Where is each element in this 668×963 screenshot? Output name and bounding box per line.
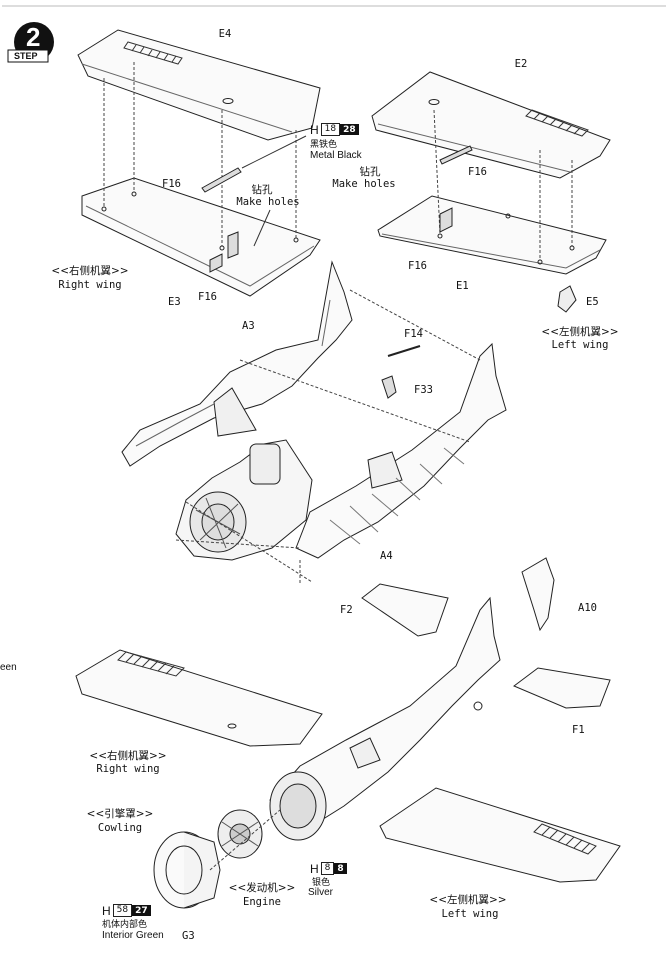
make-holes-note-en-left: Make holes bbox=[236, 196, 300, 208]
left-wing-caption-cn-top: <<左侧机翼>> bbox=[541, 326, 619, 338]
part-label-f1: F1 bbox=[572, 724, 585, 736]
edge-text-fragment: een bbox=[0, 662, 17, 673]
paint-number: 18 bbox=[320, 123, 341, 136]
part-label-e2: E2 bbox=[514, 58, 528, 70]
paint-number: 8 bbox=[320, 862, 335, 875]
paint-mr-number: 27 bbox=[132, 905, 151, 916]
paint-code-letter: H bbox=[102, 903, 111, 918]
paint-number: 58 bbox=[112, 904, 133, 917]
pin-part-left bbox=[201, 167, 242, 273]
right-wing-caption-cn-top: <<右侧机翼>> bbox=[51, 265, 129, 277]
part-label-e4: E4 bbox=[218, 28, 232, 40]
fuselage-assembled bbox=[269, 596, 501, 841]
part-label-f16c: F16 bbox=[408, 260, 427, 272]
make-holes-note-en-right: Make holes bbox=[332, 178, 396, 190]
right-wing-caption-cn-bottom: <<右侧机翼>> bbox=[89, 750, 167, 762]
paint-mr-number: 8 bbox=[334, 863, 347, 874]
paint-name-en-metal-black: Metal Black bbox=[310, 150, 362, 161]
part-label-a4: A4 bbox=[380, 550, 393, 562]
engine-part bbox=[217, 809, 263, 859]
part-label-e1: E1 bbox=[456, 280, 469, 292]
paint-callout-metal-black: H 18 28 bbox=[310, 123, 359, 136]
cowling-caption-cn: <<引擎罩>> bbox=[86, 808, 154, 820]
part-label-a3: A3 bbox=[242, 320, 255, 332]
stabilizer-left bbox=[361, 583, 449, 637]
paint-name-cn-silver: 银色 bbox=[312, 877, 331, 887]
part-label-f2: F2 bbox=[340, 604, 353, 616]
left-wing-assembled bbox=[379, 787, 621, 883]
paint-name-en-silver: Silver bbox=[308, 887, 334, 898]
fuselage-left-half bbox=[121, 260, 353, 467]
part-label-e3: E3 bbox=[168, 296, 181, 308]
left-wing-lower-panel bbox=[377, 195, 607, 275]
right-wing-caption-en-bottom: Right wing bbox=[96, 763, 160, 775]
make-holes-note-cn-left: 钻孔 bbox=[251, 184, 273, 196]
rudder bbox=[521, 557, 555, 632]
right-wing-upper-panel bbox=[77, 29, 321, 141]
cockpit-interior-assembly bbox=[175, 439, 313, 561]
paint-name-cn-metal-black: 黑铁色 bbox=[310, 139, 338, 149]
engine-caption-en: Engine bbox=[243, 896, 281, 908]
part-label-e5: E5 bbox=[586, 296, 599, 308]
cowling-part bbox=[153, 831, 221, 909]
part-label-f14: F14 bbox=[404, 328, 423, 340]
stabilizer-right bbox=[513, 667, 611, 709]
part-label-f16d: F16 bbox=[198, 291, 217, 303]
left-wing-caption-en-top: Left wing bbox=[551, 339, 609, 351]
paint-callout-interior-green: H 58 27 bbox=[102, 904, 151, 917]
paint-callout-silver: H 8 8 bbox=[310, 862, 347, 875]
right-wing-caption-en-top: Right wing bbox=[58, 279, 122, 291]
paint-name-cn-interior-green: 机体内部色 bbox=[102, 919, 148, 929]
cowling-caption-en: Cowling bbox=[97, 822, 143, 834]
right-wing-assembled bbox=[75, 649, 323, 747]
paint-code-letter: H bbox=[310, 861, 319, 876]
step-label: STEP bbox=[14, 51, 38, 61]
fuselage-right-half bbox=[295, 342, 507, 559]
left-wing-caption-en-bottom: Left wing bbox=[441, 908, 499, 920]
part-label-f33: F33 bbox=[414, 384, 433, 396]
part-label-a10: A10 bbox=[578, 602, 597, 614]
paint-code-letter: H bbox=[310, 122, 319, 137]
paint-mr-number: 28 bbox=[340, 124, 359, 135]
step-circle-icon bbox=[7, 22, 54, 63]
paint-name-en-interior-green: Interior Green bbox=[102, 930, 164, 941]
make-holes-note-cn-right: 钻孔 bbox=[359, 166, 381, 178]
part-label-g3: G3 bbox=[182, 930, 195, 942]
left-wing-caption-cn-bottom: <<左侧机翼>> bbox=[429, 894, 507, 906]
part-label-f16b: F16 bbox=[468, 166, 487, 178]
engine-caption-cn: <<发动机>> bbox=[228, 882, 296, 894]
step-number: 2 bbox=[26, 22, 41, 52]
step-badge: 2 STEP bbox=[6, 20, 56, 70]
left-wing-upper-panel bbox=[371, 71, 611, 179]
part-label-f16a: F16 bbox=[162, 178, 181, 190]
